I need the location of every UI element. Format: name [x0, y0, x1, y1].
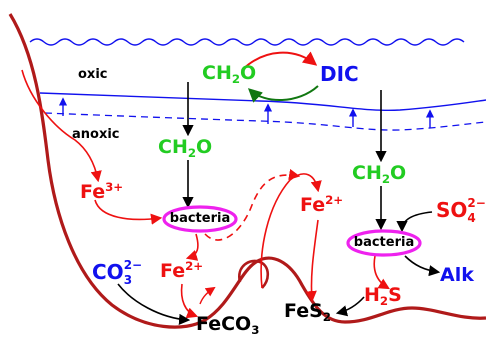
water-surface-wave: [29, 38, 465, 46]
fe2-to-feco3-arrow: [180, 283, 199, 319]
ch2o-surface-label: CH2O: [202, 62, 257, 87]
fe2-to-fes2-arrow: [305, 219, 319, 303]
bacteria-ellipse-right: [346, 229, 422, 257]
h2s-to-fes2-arrow: [335, 296, 365, 317]
fe3-label: Fe3+: [80, 179, 124, 203]
h2s-label: H2S: [364, 284, 402, 309]
fe2-flux-arrow: [260, 173, 322, 289]
fe3-to-bacteria-arrow: [94, 199, 163, 225]
chemocline-line: [39, 92, 486, 111]
bacteria-to-fe2-arrow: [185, 233, 199, 261]
anoxic-label: anoxic: [72, 127, 120, 142]
so4-to-bacteria-arrow: [396, 211, 433, 233]
ch2o-left-label: CH2O: [158, 136, 213, 161]
oxic-label: oxic: [78, 67, 108, 82]
fe2-right-label: Fe2+: [300, 192, 344, 216]
co3-to-feco3-arrow: [117, 283, 191, 325]
feco3-label: FeCO3: [196, 313, 260, 338]
basin-floor: [8, 13, 486, 329]
mound-loop: [238, 259, 270, 289]
ch2o-right-label: CH2O: [352, 162, 407, 187]
fe3-input-arrow: [21, 69, 102, 183]
photosynthesis-arrow: [247, 85, 319, 103]
bacteria-left-label: bacteria: [169, 211, 231, 226]
carbonate-label: CO 2− 3: [92, 258, 143, 287]
bacteria-to-alk-arrow: [404, 255, 441, 277]
feco3-burial-arrow: [199, 286, 216, 305]
dic-label: DIC: [320, 62, 359, 86]
oxidation-arrow: [241, 51, 318, 71]
bacteria-right-label: bacteria: [353, 235, 415, 250]
bacteria-to-h2s-arrow: [373, 255, 390, 290]
chemocline-dashed-line: [44, 112, 486, 131]
fe2-transport-dashed-arrow: [204, 168, 301, 241]
fe2-left-label: Fe2+: [160, 258, 204, 282]
sulfate-label: SO 2− 4: [436, 196, 486, 225]
alkalinity-label: Alk: [440, 264, 474, 286]
bacteria-ellipse-left: [162, 205, 238, 233]
fes2-label: FeS2: [284, 300, 331, 325]
